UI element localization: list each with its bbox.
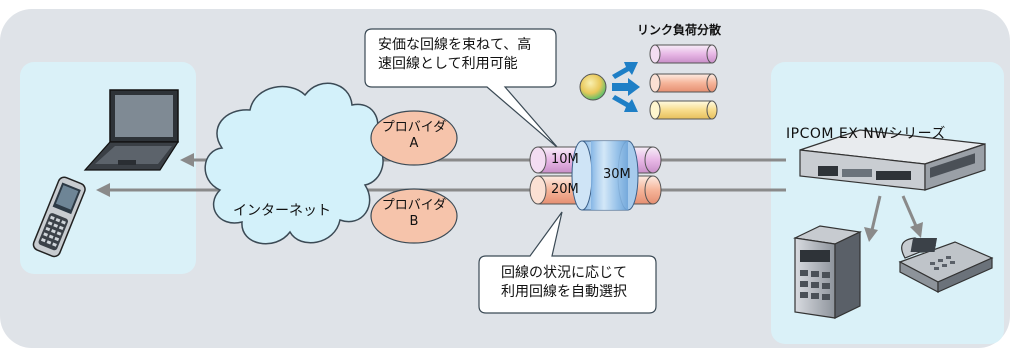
provider-a-label: プロバイダ A: [371, 120, 457, 153]
background-panel: [0, 9, 1010, 348]
provider-b-label: プロバイダ B: [371, 198, 457, 231]
provider-a-bubble: [370, 110, 458, 166]
product-label: IPCOM EX NWシリーズ: [786, 126, 946, 142]
internet-label: インターネット: [233, 203, 331, 219]
tower-server-icon: [792, 225, 863, 319]
line-30m-label: 30M: [603, 167, 631, 182]
bundled-lines: [529, 140, 662, 211]
callout-bottom: [478, 211, 657, 314]
callout-top-text: 安価な回線を束ねて、高 速回線として利用可能: [378, 36, 531, 74]
provider-b-line1: プロバイダ: [381, 198, 447, 213]
internet-cloud: [204, 82, 384, 245]
callout-bottom-line2: 利用回線を自動選択: [501, 283, 627, 300]
line-10m-label: 10M: [551, 152, 579, 167]
mobile-phone-icon: [32, 176, 86, 258]
provider-b-bubble: [370, 188, 458, 244]
provider-a-line2: A: [409, 136, 419, 152]
ip-phone-icon: [898, 237, 994, 293]
provider-b-line2: B: [409, 214, 419, 230]
laptop-icon: [83, 89, 180, 171]
callout-top-line1: 安価な回線を束ねて、高: [378, 37, 532, 53]
callout-bottom-line1: 回線の状況に応じて: [501, 265, 627, 281]
ipcom-router-icon: [799, 129, 986, 191]
load-balance-label: リンク負荷分散: [637, 23, 722, 37]
router-downlink-arrows: [864, 195, 923, 242]
load-balance-icon: [579, 44, 718, 120]
callout-bottom-text: 回線の状況に応じて 利用回線を自動選択: [501, 264, 627, 302]
callout-top: [364, 28, 559, 149]
callout-top-line2: 速回線として利用可能: [378, 55, 518, 72]
line-20m-label: 20M: [551, 182, 579, 197]
provider-a-line1: プロバイダ: [381, 120, 447, 135]
